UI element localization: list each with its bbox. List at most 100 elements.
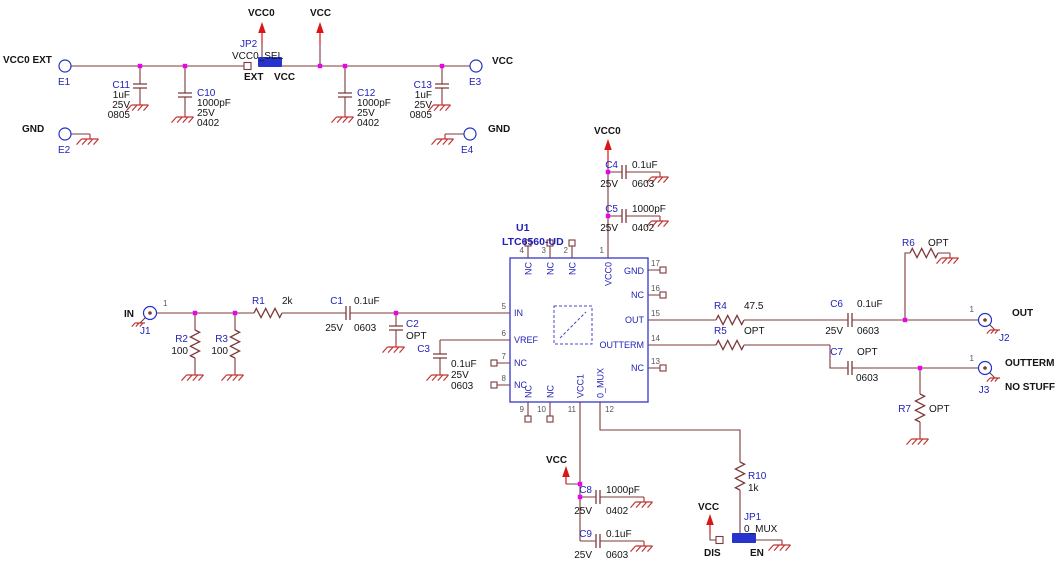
ic-pin-name-11: VCC1 [576, 374, 586, 398]
net-label-vcc0-top: VCC0 [248, 8, 275, 19]
connectors-group [58, 59, 993, 376]
nc-square [659, 266, 667, 274]
jp2-pos-ext-label: EXT [244, 72, 263, 83]
ic-pin-name-13: NC [631, 363, 644, 373]
ic-pin-num-6: 6 [502, 329, 507, 338]
c10-ref: C10 [197, 88, 216, 99]
ic-body [509, 257, 649, 403]
c9-voltage: 25V [574, 550, 592, 561]
ground-icon [170, 111, 195, 124]
nc-square [546, 415, 554, 423]
c12-ref: C12 [357, 88, 376, 99]
r10-value: 1k [748, 483, 760, 494]
jumper-jp1 [715, 533, 756, 545]
j1-label: J1 [140, 326, 151, 337]
j1-pin-num: 1 [163, 299, 168, 308]
r5-value: OPT [744, 326, 765, 337]
ic-pin-num-12: 12 [605, 405, 614, 414]
c13-package: 0805 [410, 110, 433, 121]
capacitor-symbols [132, 83, 853, 549]
net-label-vcc-bottom: VCC [546, 455, 567, 466]
junction [232, 310, 238, 316]
power-arrow-icon [706, 514, 714, 525]
jumper-jp1-shunt[interactable] [732, 533, 756, 543]
ic-pin-name-2: NC [568, 262, 578, 275]
ic-pin-name-6: VREF [514, 335, 539, 345]
nc-square [524, 239, 532, 247]
ic-pin-num-9: 9 [520, 405, 525, 414]
e1-label: E1 [58, 77, 71, 88]
output-wire [648, 252, 979, 434]
net-label-in: IN [124, 309, 134, 320]
c10-voltage: 25V [197, 108, 215, 119]
ground-ic [905, 433, 930, 446]
c11-ref: C11 [112, 80, 130, 91]
nc-square [659, 291, 667, 299]
ic-pin-name-10: NC [546, 385, 556, 398]
r6-value: OPT [928, 238, 949, 249]
resistor-r10-symbol [734, 461, 746, 491]
resistor-r7-symbol [914, 393, 926, 423]
ic-pin-num-2: 2 [564, 246, 569, 255]
junction [577, 494, 583, 500]
ic-pin-name-14: OUTTERM [600, 340, 645, 350]
c5-value: 1000pF [632, 204, 666, 215]
ic-pin-num-16: 16 [651, 284, 660, 293]
c9-ref: C9 [579, 529, 592, 540]
jumper-jp2-shunt[interactable] [258, 57, 282, 67]
jp1-ref: JP1 [744, 512, 762, 523]
c9-value: 0.1uF [606, 529, 632, 540]
c13-voltage: 25V [414, 100, 432, 111]
ic-pin-num-4: 4 [520, 246, 525, 255]
connector-e4 [463, 127, 477, 141]
r5-ref: R5 [714, 326, 727, 337]
cap-c12-symbol [337, 92, 353, 98]
cap-c3-symbol [432, 353, 448, 359]
nc-square [659, 364, 667, 372]
jp2-ref: JP2 [240, 39, 258, 50]
resistor-r3-symbol [229, 329, 241, 359]
nc-square [490, 359, 498, 367]
cap-c8-symbol [595, 489, 601, 505]
net-label-outterm: OUTTERM [1005, 358, 1054, 369]
c3-ref: C3 [417, 344, 430, 355]
junction [137, 63, 143, 69]
c11-package: 0805 [108, 110, 131, 121]
ic-pin-name-9: NC [524, 385, 534, 398]
ic-pin-num-10: 10 [537, 405, 546, 414]
jp1-dis-pad [715, 535, 724, 545]
c2-ref: C2 [406, 319, 419, 330]
c7-ref: C7 [830, 347, 843, 358]
cap-c1-symbol [345, 305, 351, 321]
nc-square [490, 381, 498, 389]
net-label-vcc0-ic: VCC0 [594, 126, 621, 137]
jp2-ext-pad [243, 61, 252, 71]
ground-icon [767, 539, 792, 552]
ic-pin-num-8: 8 [502, 374, 507, 383]
c4-ref: C4 [605, 160, 618, 171]
ground-icon [180, 369, 205, 382]
ic-u1 [509, 257, 649, 403]
resistor-r2-symbol [189, 329, 201, 359]
junction [577, 481, 583, 487]
ic-pin-num-1: 1 [600, 246, 605, 255]
junction [192, 310, 198, 316]
power-arrow-icon [562, 466, 570, 477]
cap-c13-symbol [434, 83, 450, 89]
c12-value: 1000pF [357, 98, 391, 109]
ic-pin-name-4: NC [524, 262, 534, 275]
ic-pin-name-8: NC [514, 380, 527, 390]
ic-pin-name-12: 0_MUX [596, 368, 606, 398]
jumper-jp2 [243, 57, 282, 71]
c11-voltage: 25V [112, 100, 130, 111]
ground-icon [629, 540, 654, 553]
ground-icon [330, 111, 355, 124]
r10-ref: R10 [748, 471, 767, 482]
connector-e3 [469, 59, 483, 73]
vcc0-bypass-wire [607, 162, 660, 258]
r4-value: 47.5 [744, 301, 764, 312]
resistor-r5-symbol [715, 339, 745, 351]
r3-ref: R3 [215, 334, 228, 345]
c3-value: 0.1uF [451, 359, 477, 370]
